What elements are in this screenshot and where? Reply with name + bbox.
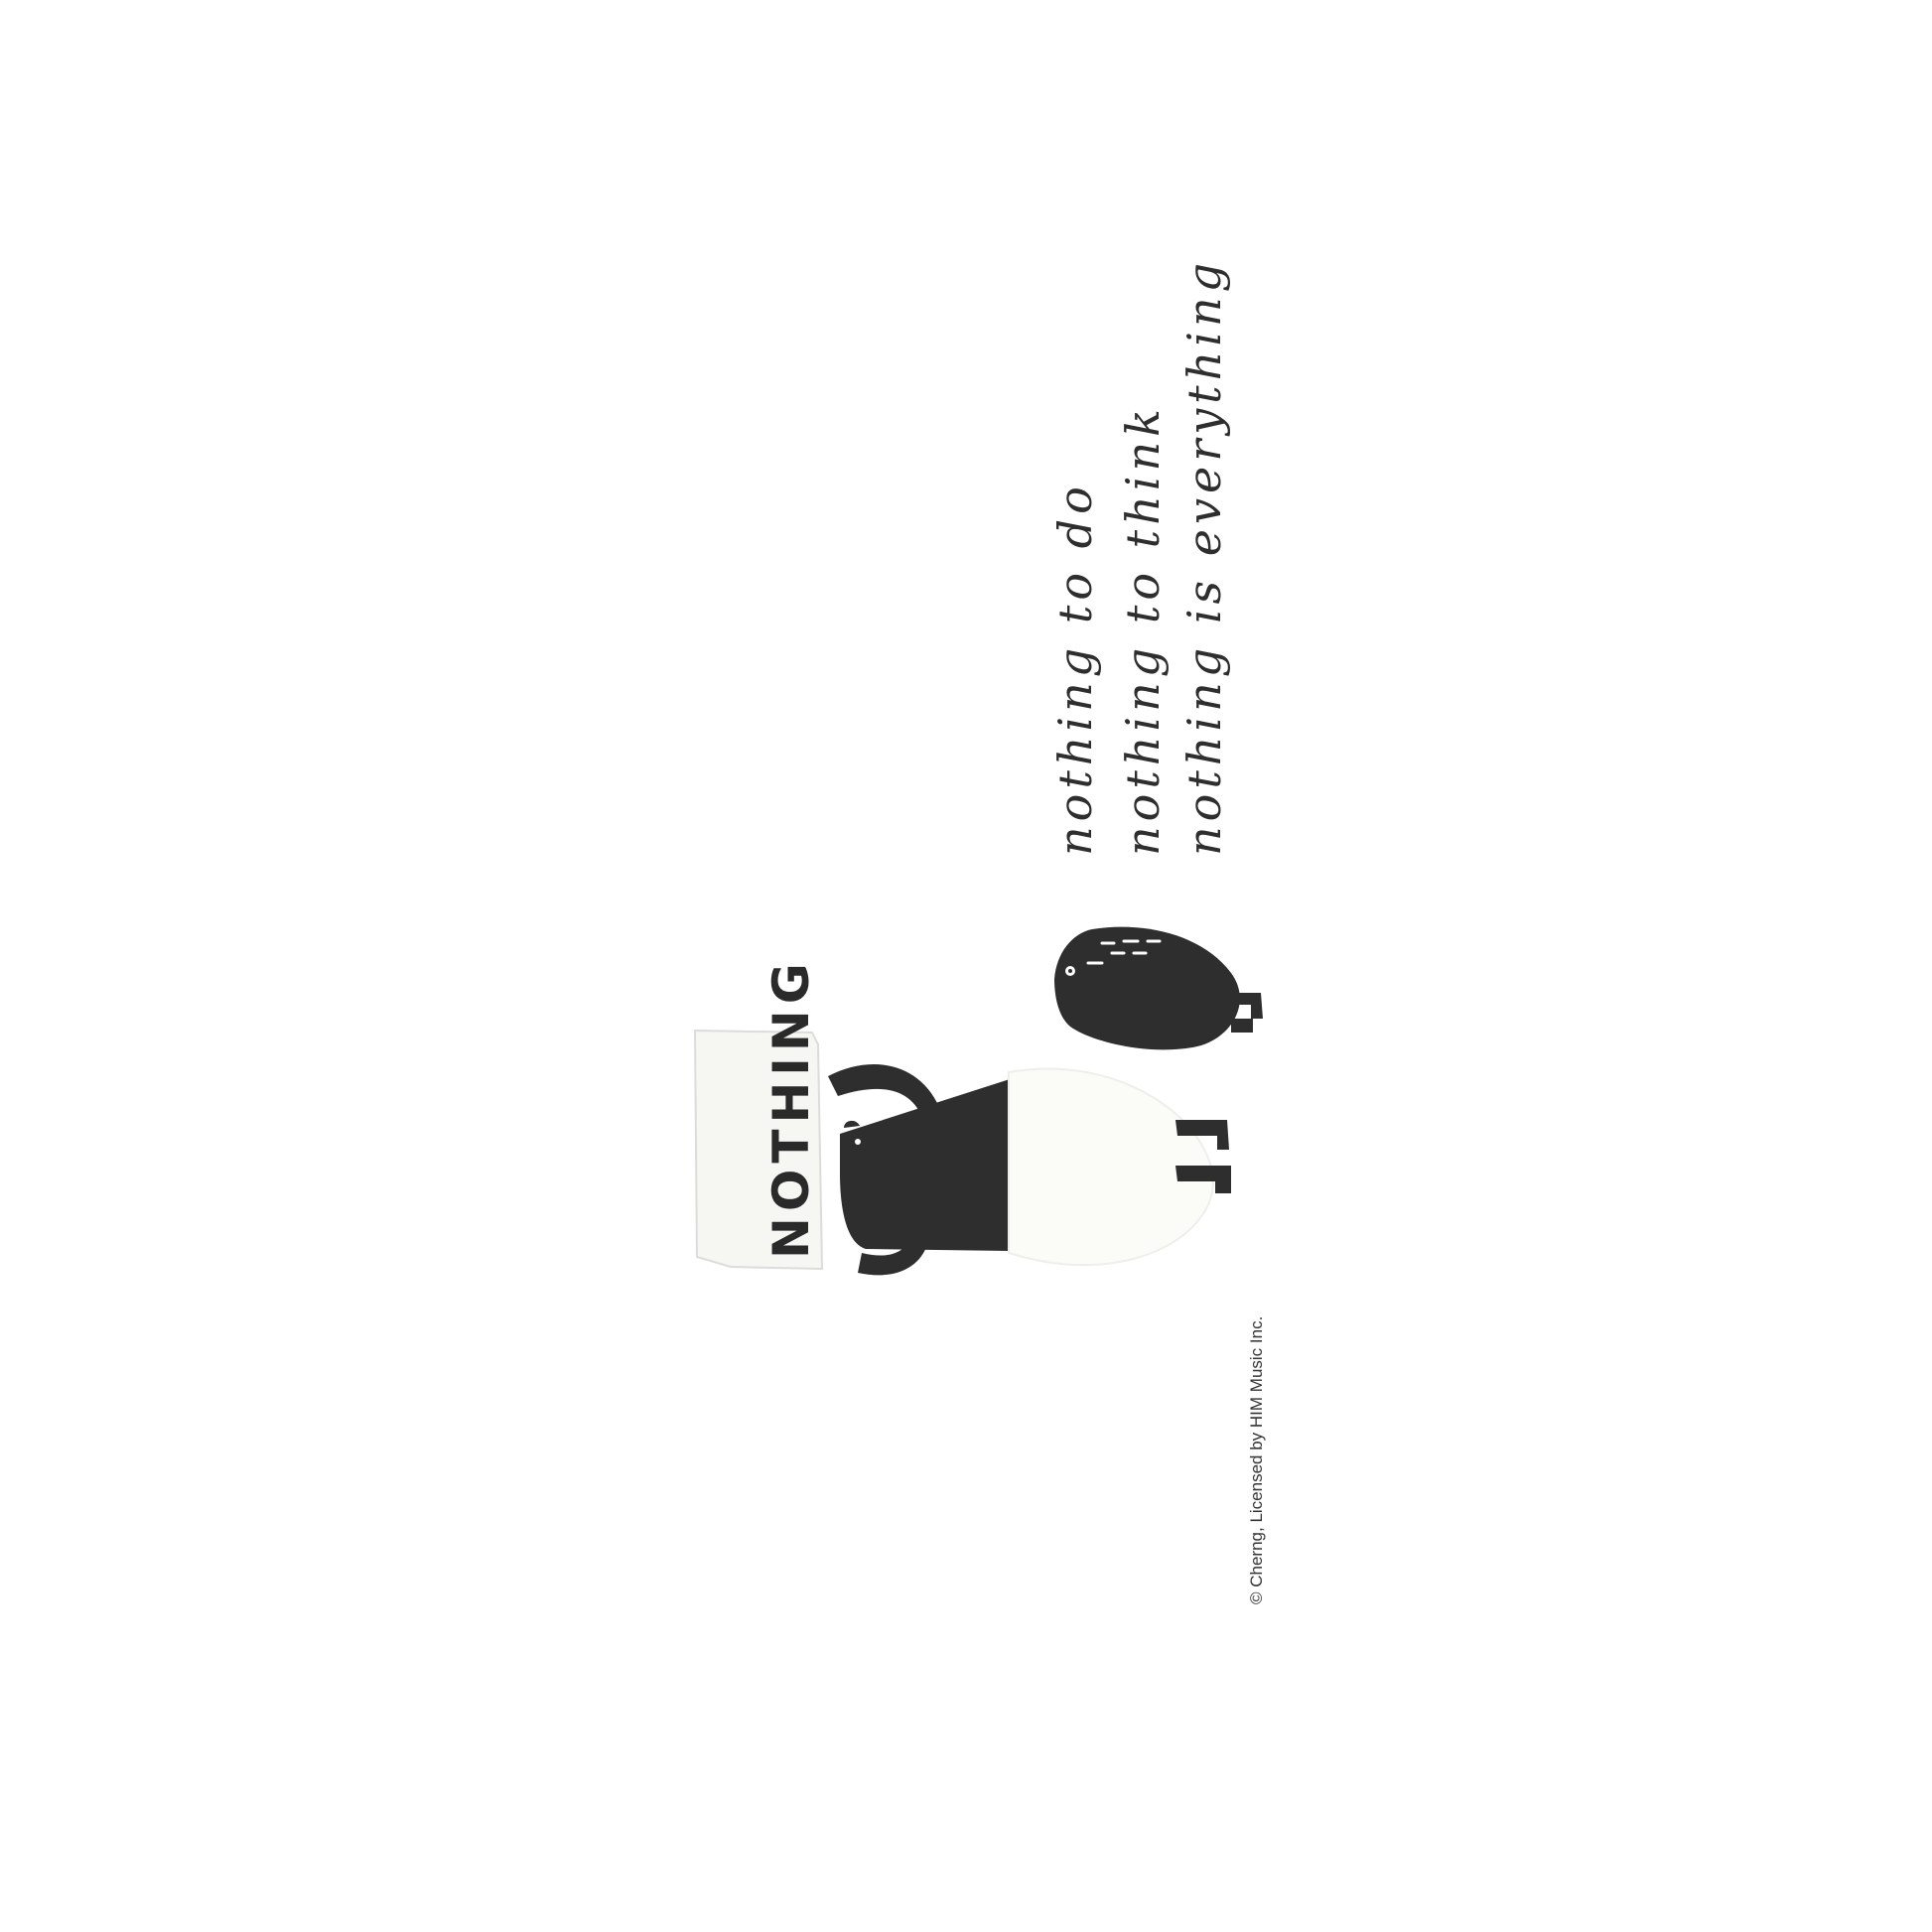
poem-line-1: nothing to do: [1048, 482, 1102, 856]
stitch-marks: [1086, 939, 1162, 965]
eye: [855, 1139, 861, 1145]
copyright-notice: © Cherng, Licensed by HIM Music Inc.: [1247, 1315, 1266, 1604]
back-leg: [1175, 1166, 1231, 1193]
sign-paper: [693, 1029, 824, 1271]
poem-line-2: nothing to think: [1116, 404, 1170, 856]
front-leg: [1175, 1120, 1229, 1150]
small-tapir-icon: [1054, 926, 1263, 1050]
small-tapir-body: [1054, 926, 1240, 1050]
poem-line-3: nothing is everything: [1177, 257, 1231, 856]
small-tapir-leg-1: [1231, 993, 1263, 1019]
tapir-holding-sign-icon: [693, 1029, 1231, 1276]
ear: [844, 1120, 860, 1128]
tapir-head-body: [840, 1078, 1013, 1251]
small-tapir-snout: [1054, 979, 1074, 1023]
small-tapir-leg-2: [1231, 1019, 1253, 1033]
left-arm: [828, 1064, 941, 1120]
sign-text: NOTHING: [762, 957, 820, 1259]
